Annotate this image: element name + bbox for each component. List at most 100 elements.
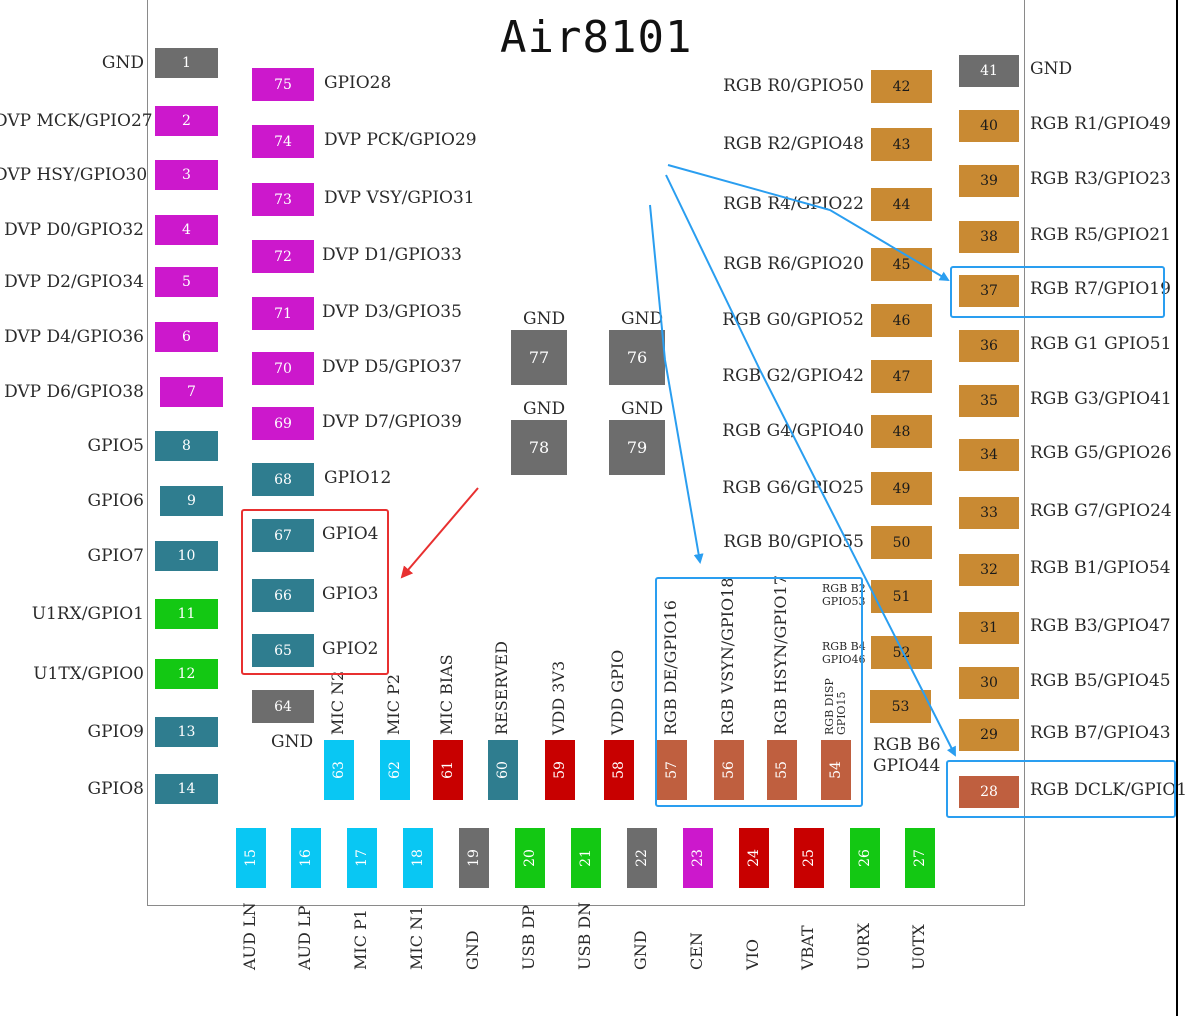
highlight-rgb-group bbox=[655, 577, 863, 807]
pin-66-label: GPIO3 bbox=[322, 584, 379, 604]
pin-47-label: RGB G2/GPIO42 bbox=[722, 366, 864, 386]
pin-37: 37 bbox=[959, 275, 1019, 307]
pin-43: 43 bbox=[871, 128, 932, 161]
pin-52: 52 bbox=[871, 636, 932, 669]
pin-61: 61 bbox=[433, 740, 463, 800]
pin-1: 1 bbox=[155, 48, 218, 78]
pin-34: 34 bbox=[959, 439, 1019, 471]
arrow-to-pin-37 bbox=[667, 164, 950, 282]
pin-3-label: DVP HSY/GPIO30 bbox=[0, 165, 148, 185]
pin-72-label: DVP D1/GPIO33 bbox=[322, 245, 462, 265]
pin-31-label: RGB B3/GPIO47 bbox=[1030, 616, 1171, 636]
pin-76-label: GND bbox=[621, 309, 664, 329]
pin-46-label: RGB G0/GPIO52 bbox=[722, 310, 864, 330]
pin-74: 74 bbox=[252, 125, 314, 158]
pin-68: 68 bbox=[252, 463, 314, 496]
pin-67-label: GPIO4 bbox=[322, 524, 379, 544]
pin-53-label: RGB B6 GPIO44 bbox=[873, 735, 941, 776]
pin-62: 62 bbox=[380, 740, 410, 800]
pin-22: 22 bbox=[627, 828, 657, 888]
pin-40: 40 bbox=[959, 110, 1019, 142]
pin-15: 15 bbox=[236, 828, 266, 888]
pin-70-label: DVP D5/GPIO37 bbox=[322, 357, 462, 377]
pin-58: 58 bbox=[604, 740, 634, 800]
pin-78-label: GND bbox=[523, 399, 566, 419]
pin-33-label: RGB G7/GPIO24 bbox=[1030, 501, 1172, 521]
pin-77-label: GND bbox=[523, 309, 566, 329]
pin-2: 2 bbox=[155, 106, 218, 136]
pin-71-label: DVP D3/GPIO35 bbox=[322, 302, 462, 322]
highlight-pin-28 bbox=[946, 760, 1176, 818]
pin-34-label: RGB G5/GPIO26 bbox=[1030, 443, 1172, 463]
pin-25: 25 bbox=[794, 828, 824, 888]
pin-14-label: GPIO8 bbox=[87, 779, 145, 799]
pin-73: 73 bbox=[252, 183, 314, 216]
pin-49-label: RGB G6/GPIO25 bbox=[722, 478, 864, 498]
pin-36-label: RGB G1 GPIO51 bbox=[1030, 334, 1172, 354]
pin-59: 59 bbox=[545, 740, 575, 800]
pin-37-label: RGB R7/GPIO19 bbox=[1030, 279, 1171, 299]
pin-26: 26 bbox=[850, 828, 880, 888]
pin-39: 39 bbox=[959, 165, 1019, 197]
arrow-to-pin-28 bbox=[665, 174, 956, 757]
pin-19: 19 bbox=[459, 828, 489, 888]
pin-78: 78 bbox=[511, 420, 567, 475]
pin-5: 5 bbox=[155, 267, 218, 297]
pin-65-label: GPIO2 bbox=[322, 639, 379, 659]
pin-56: 56 bbox=[714, 740, 744, 800]
pin-54: 54 bbox=[821, 740, 851, 800]
pin-49: 49 bbox=[871, 472, 932, 505]
pin-55: 55 bbox=[767, 740, 797, 800]
pin-48-label: RGB G4/GPIO40 bbox=[722, 421, 864, 441]
pin-75-label: GPIO28 bbox=[324, 73, 392, 93]
pin-5-label: DVP D2/GPIO34 bbox=[4, 272, 144, 292]
pin-47: 47 bbox=[871, 360, 932, 393]
pin-38: 38 bbox=[959, 221, 1019, 253]
pin-32-label: RGB B1/GPIO54 bbox=[1030, 558, 1171, 578]
pin-42: 42 bbox=[871, 70, 932, 103]
pin-8-label: GPIO5 bbox=[87, 436, 145, 456]
pin-28-label: RGB DCLK/GPIO14 bbox=[1030, 780, 1187, 800]
pin-76: 76 bbox=[609, 330, 665, 385]
pin-6: 6 bbox=[155, 322, 218, 352]
pin-3: 3 bbox=[155, 160, 218, 190]
pin-42-label: RGB R0/GPIO50 bbox=[723, 76, 864, 96]
pin-64-label: GND bbox=[271, 732, 314, 752]
pin-46: 46 bbox=[871, 304, 932, 337]
pin-53: 53 bbox=[870, 690, 931, 723]
pin-35: 35 bbox=[959, 385, 1019, 417]
pin-44: 44 bbox=[871, 188, 932, 221]
pin-32: 32 bbox=[959, 554, 1019, 586]
pin-63: 63 bbox=[324, 740, 354, 800]
pin-68-label: GPIO12 bbox=[324, 468, 392, 488]
pin-41: 41 bbox=[959, 55, 1019, 87]
pin-65: 65 bbox=[252, 634, 314, 667]
pin-40-label: RGB R1/GPIO49 bbox=[1030, 114, 1171, 134]
pin-64: 64 bbox=[252, 690, 314, 723]
highlight-gpio-group bbox=[241, 509, 389, 675]
pin-57: 57 bbox=[657, 740, 687, 800]
pin-30: 30 bbox=[959, 667, 1019, 699]
pin-50: 50 bbox=[871, 526, 932, 559]
pin-4-label: DVP D0/GPIO32 bbox=[4, 220, 144, 240]
pin-69: 69 bbox=[252, 407, 314, 440]
pin-10-label: GPIO7 bbox=[87, 546, 145, 566]
page-right-border bbox=[1176, 0, 1178, 1016]
pin-14: 14 bbox=[155, 774, 218, 804]
pin-41-label: GND bbox=[1030, 59, 1073, 79]
pin-66: 66 bbox=[252, 579, 314, 612]
pin-11-label: U1RX/GPIO1 bbox=[31, 604, 144, 624]
pin-60: 60 bbox=[488, 740, 518, 800]
pin-71: 71 bbox=[252, 297, 314, 330]
pin-70: 70 bbox=[252, 352, 314, 385]
pin-31: 31 bbox=[959, 612, 1019, 644]
pin-79: 79 bbox=[609, 420, 665, 475]
pin-51-label: RGB B2 GPIO53 bbox=[822, 582, 866, 608]
pin-48: 48 bbox=[871, 415, 932, 448]
chip-title: Air8101 bbox=[500, 12, 693, 63]
pin-29-label: RGB B7/GPIO43 bbox=[1030, 723, 1171, 743]
pin-77: 77 bbox=[511, 330, 567, 385]
pin-43-label: RGB R2/GPIO48 bbox=[723, 134, 864, 154]
pin-20: 20 bbox=[515, 828, 545, 888]
